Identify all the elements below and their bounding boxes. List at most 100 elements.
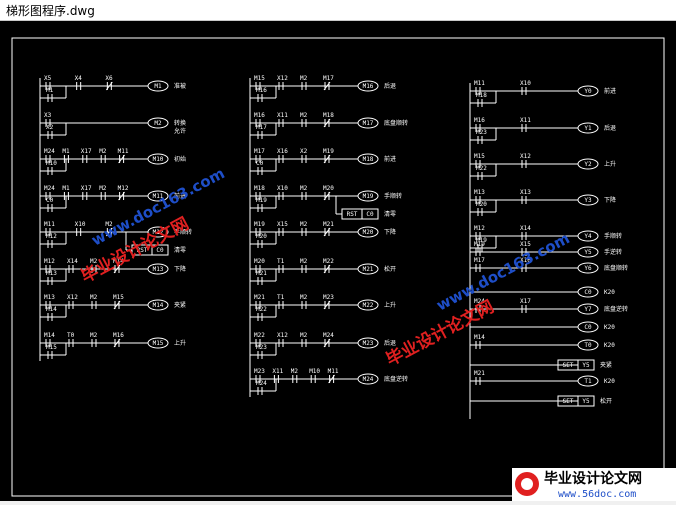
contact-label: M2 (300, 294, 308, 301)
contact-label: M12 (118, 185, 129, 192)
contact-label: C0 (256, 160, 264, 167)
footer-brand-name: 毕业设计论文网 (544, 470, 642, 487)
coil-label: M15 (153, 340, 164, 347)
contact-label: M16 (256, 87, 267, 94)
coil (357, 337, 379, 349)
contact-label: M16 (254, 112, 265, 119)
coil (357, 373, 379, 385)
coil-comment: 手逆转 (604, 248, 622, 256)
instr-op: SET (563, 362, 574, 369)
coil (357, 299, 379, 311)
contact-label: M19 (476, 237, 487, 244)
coil (147, 226, 169, 238)
contact-slash (105, 227, 113, 237)
coil (147, 337, 169, 349)
contact-label: X11 (520, 117, 531, 124)
contact-label: X6 (105, 75, 113, 82)
contact-label: T0 (67, 332, 75, 339)
contact-label: X13 (520, 189, 531, 196)
coil-comment: 底盘顺转 (604, 264, 628, 272)
coil-comment: 上升 (384, 301, 396, 309)
contact-label: M19 (474, 241, 485, 248)
instr-comment: 夹紧 (600, 361, 612, 369)
contact-label: M15 (46, 344, 57, 351)
contact-label: M12 (474, 225, 485, 232)
contact-slash (118, 154, 125, 164)
coil (357, 80, 379, 92)
coil-label: M10 (153, 156, 164, 163)
coil-comment: 夹紧 (174, 301, 186, 309)
contact-slash (118, 191, 125, 201)
contact-label: X10 (520, 80, 531, 87)
contact-label: X15 (277, 221, 288, 228)
instr-box (361, 208, 379, 220)
contact-label: M23 (323, 294, 334, 301)
contact-label: M14 (474, 334, 485, 341)
instr-box (151, 244, 169, 256)
contact-label: M11 (328, 368, 339, 375)
contact-slash (323, 191, 331, 201)
coil-comment: 下降 (384, 228, 396, 236)
coil (147, 299, 169, 311)
coil-comment: 手顺转 (384, 192, 402, 200)
coil-label: M18 (363, 156, 374, 163)
coil (147, 263, 169, 275)
coil-comment: K20 (604, 324, 615, 331)
contact-label: X10 (75, 221, 86, 228)
contact-label: M23 (254, 368, 265, 375)
contact-label: M2 (300, 258, 308, 265)
contact-label: M22 (254, 332, 265, 339)
coil (577, 339, 599, 351)
coil-label: Y0 (584, 88, 592, 95)
contact-label: M24 (474, 298, 485, 305)
contact-label: M15 (254, 75, 265, 82)
coil-comment: K20 (604, 342, 615, 349)
contact-label: M2 (99, 148, 107, 155)
contact-label: X4 (75, 75, 83, 82)
coil (577, 158, 599, 170)
coil-label: M21 (363, 266, 374, 273)
coil-label: M12 (153, 229, 164, 236)
contact-label: M17 (256, 124, 267, 131)
coil-comment: 下降 (174, 265, 186, 273)
contact-label: M1 (46, 87, 54, 94)
coil-comment: 前进 (384, 155, 396, 163)
contact-label: M22 (256, 306, 267, 313)
coil (147, 190, 169, 202)
coil (577, 122, 599, 134)
contact-label: X16 (520, 257, 531, 264)
contact-label: M1 (62, 148, 70, 155)
coil-label: M16 (363, 83, 374, 90)
coil-comment: K20 (604, 378, 615, 385)
contact-label: X10 (277, 185, 288, 192)
footer-brand: 毕业设计论文网 www.56doc.com (512, 468, 676, 501)
coil (577, 375, 599, 387)
contact-label: M21 (254, 294, 265, 301)
footer-brand-url: www.56doc.com (558, 489, 636, 500)
contact-label: M18 (476, 92, 487, 99)
contact-label: M10 (309, 368, 320, 375)
instr-target: C0 (366, 211, 374, 218)
coil-label: M2 (154, 120, 162, 127)
contact-label: M17 (474, 257, 485, 264)
contact-slash (328, 374, 336, 384)
contact-slash (113, 338, 121, 348)
contact-label: M11 (474, 80, 485, 87)
contact-label: X12 (277, 75, 288, 82)
coil (577, 85, 599, 97)
instr-comment: 松开 (600, 397, 612, 405)
contact-slash (323, 227, 331, 237)
contact-label: M16 (474, 117, 485, 124)
coil-comment: 底盘顺转 (384, 119, 408, 127)
coil (577, 246, 599, 258)
coil-label: M23 (363, 340, 374, 347)
contact-label: C0 (46, 197, 54, 204)
coil-comment: 松开 (384, 265, 396, 273)
contact-label: M12 (44, 258, 55, 265)
contact-slash (113, 300, 121, 310)
coil-label: M22 (363, 302, 374, 309)
contact-label: X12 (520, 153, 531, 160)
